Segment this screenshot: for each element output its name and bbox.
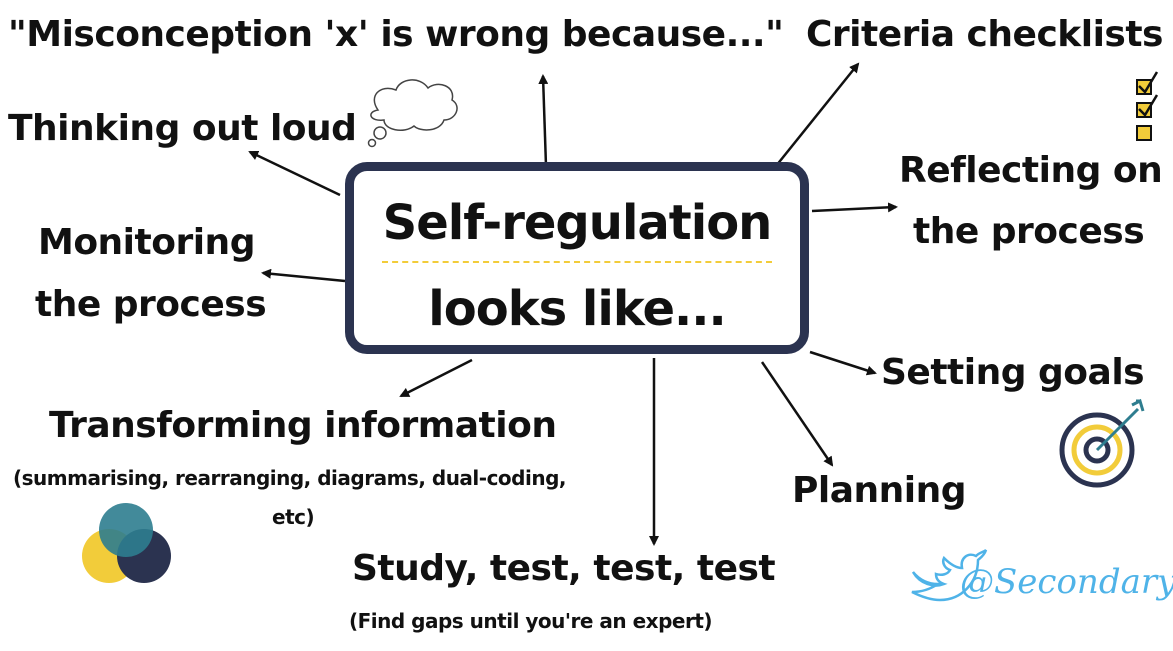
- arrow-reflecting: [811, 202, 898, 213]
- item-setting-goals: Setting goals: [881, 352, 1145, 393]
- item-transforming: Transforming information: [49, 405, 557, 446]
- venn-diagram-icon: [82, 503, 171, 583]
- item-study-sub: (Find gaps until you're an expert): [349, 609, 713, 633]
- center-divider: [382, 261, 772, 263]
- arrow-setting-goals: [809, 350, 877, 376]
- item-transforming-sub2: etc): [272, 505, 315, 529]
- item-thinking-out-loud: Thinking out loud: [8, 108, 357, 149]
- arrow-monitoring: [261, 268, 346, 283]
- arrow-transforming: [399, 358, 473, 398]
- center-subtitle: looks like...: [428, 281, 726, 337]
- item-reflecting-line1: Reflecting on: [899, 150, 1163, 191]
- item-reflecting-line2: the process: [913, 211, 1145, 252]
- checklist-icon: [1136, 71, 1159, 141]
- target-icon: [1059, 398, 1145, 488]
- twitter-bird-icon: [911, 549, 988, 602]
- center-box: Self-regulation looks like...: [345, 162, 809, 354]
- arrow-criteria: [775, 62, 860, 167]
- item-criteria-checklists: Criteria checklists: [806, 14, 1163, 55]
- item-monitoring-line2: the process: [35, 284, 267, 325]
- item-misconception: "Misconception 'x' is wrong because...": [8, 14, 784, 55]
- thought-cloud-icon: [367, 79, 458, 148]
- center-title: Self-regulation: [382, 195, 773, 251]
- item-monitoring-line1: Monitoring: [38, 222, 255, 263]
- arrow-thinking: [248, 150, 341, 197]
- item-planning: Planning: [792, 470, 967, 511]
- arrow-misconception: [538, 74, 549, 167]
- twitter-handle: @SecondaryUK: [960, 562, 1173, 602]
- item-transforming-sub1: (summarising, rearranging, diagrams, dua…: [13, 466, 567, 490]
- item-study: Study, test, test, test: [352, 548, 776, 589]
- arrow-planning: [760, 361, 834, 467]
